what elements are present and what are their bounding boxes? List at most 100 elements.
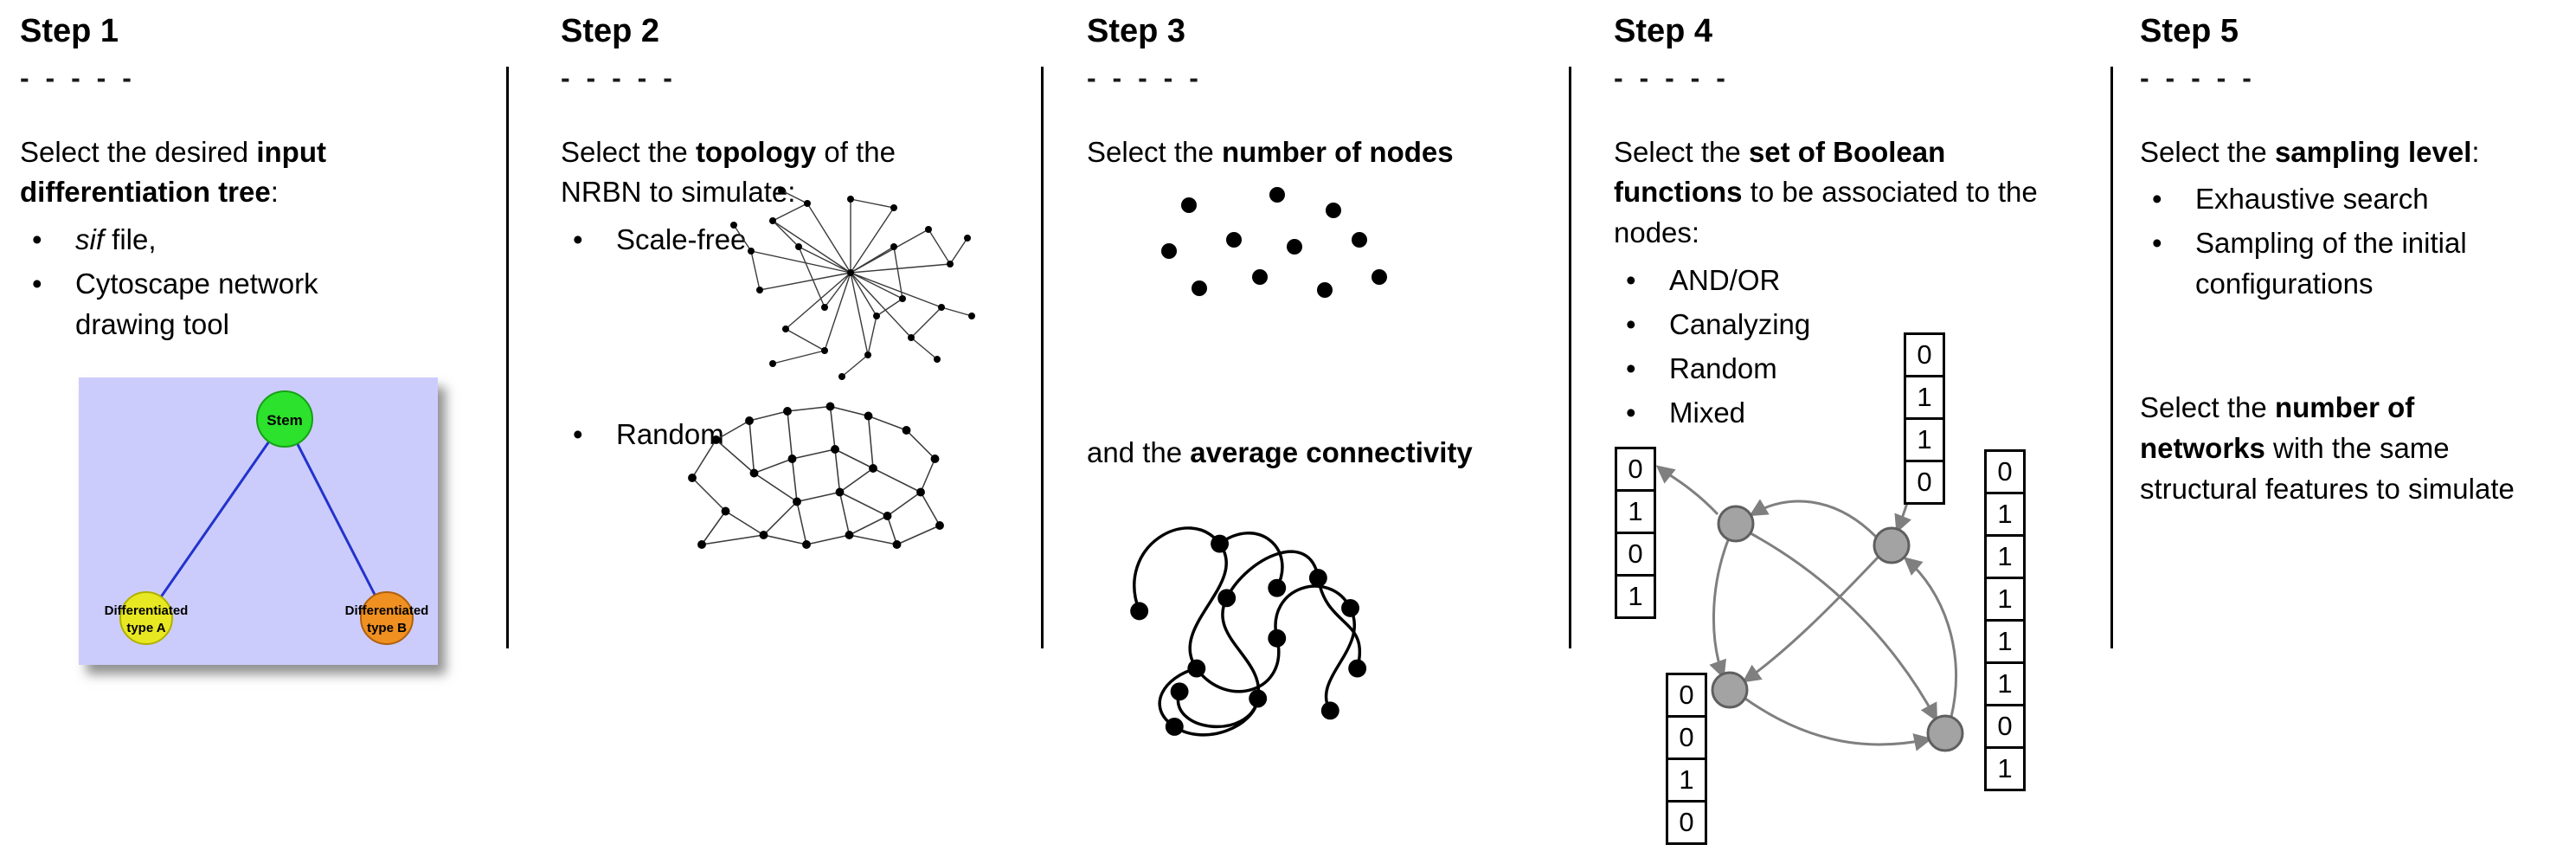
sif-italic: sif — [75, 223, 104, 256]
step-5-instruction-sampling-bold: sampling level — [2274, 135, 2472, 168]
table-cell: 1 — [1984, 577, 2026, 622]
table-cell: 1 — [1904, 417, 1945, 462]
bullet-and-or: • AND/OR — [1626, 261, 2098, 301]
bullet-sampling: • Sampling of the initial configurations — [2152, 223, 2573, 305]
step-2-instruction: Select the topology of the NRBN to simul… — [561, 132, 967, 214]
table-cell: 1 — [1615, 574, 1656, 619]
step-3-instruction-nodes-bold: number of nodes — [1221, 135, 1454, 168]
differentiated-b-label-line2: type B — [367, 621, 407, 635]
bullet-sampling-label: Sampling of the initial configurations — [2195, 227, 2467, 300]
scale-free-network-image — [730, 187, 975, 380]
step-3-dashes: - - - - - — [1087, 61, 1203, 93]
step-1-title: Step 1 — [20, 13, 119, 49]
table-cell: 1 — [1904, 375, 1945, 420]
bullet-marker: • — [2152, 183, 2162, 216]
step-2-title: Step 2 — [561, 13, 660, 49]
table-cell: 0 — [1615, 532, 1656, 577]
bullet-sif-file: • sif file, — [32, 220, 470, 261]
table-cell: 1 — [1984, 746, 2026, 791]
scattered-nodes-image — [1161, 187, 1387, 298]
step-1-column: Step 1 - - - - - Select the desired inpu… — [20, 0, 470, 851]
step-2-instruction-bold: topology — [695, 135, 817, 168]
bullet-marker: • — [32, 223, 42, 256]
step-4-instruction: Select the set of Boolean functions to b… — [1614, 132, 2038, 255]
differentiated-a-label-line2: type A — [126, 621, 165, 635]
table-cell: 1 — [1615, 489, 1656, 534]
differentiation-tree-image: Stem Differentiated type A Differentiate… — [79, 377, 438, 665]
step-2-dashes: - - - - - — [561, 61, 677, 93]
boolean-node-3 — [1711, 671, 1749, 709]
table-cell: 1 — [1984, 619, 2026, 664]
bullet-scale-free-label: Scale-free — [616, 223, 747, 256]
bullet-exhaustive-label: Exhaustive search — [2195, 183, 2429, 216]
bullet-marker: • — [32, 268, 42, 300]
bullet-mixed: • Mixed — [1626, 393, 2098, 434]
tangled-network-image — [1130, 526, 1367, 737]
step-5-dashes: - - - - - — [2140, 61, 2256, 93]
bullet-cytoscape: • Cytoscape network drawing tool — [32, 264, 470, 345]
bullet-marker: • — [573, 223, 583, 256]
table-cell: 1 — [1984, 661, 2026, 706]
bullet-random-fn-label: Random — [1669, 351, 1777, 384]
table-cell: 0 — [1666, 800, 1707, 845]
step-5-instruction-sampling: Select the sampling level: — [2140, 132, 2573, 173]
table-cell: 0 — [1904, 460, 1945, 505]
column-divider — [1041, 67, 1044, 648]
step-3-title: Step 3 — [1087, 13, 1186, 49]
table-cell: 1 — [1666, 758, 1707, 803]
table-cell: 0 — [1666, 673, 1707, 718]
differentiation-tree-figure: Stem Differentiated type A Differentiate… — [79, 377, 438, 665]
step-3-instruction-connectivity-bold: average connectivity — [1190, 436, 1473, 468]
step-4-instruction-bold: set of Boolean functions — [1614, 135, 1946, 209]
step-1-instruction-bold: input differentiation tree — [20, 135, 326, 209]
bullet-sif-file-label: sif file, — [75, 220, 157, 261]
stem-label: Stem — [267, 412, 303, 429]
column-divider — [2110, 67, 2113, 648]
table-cell: 1 — [1984, 492, 2026, 537]
step-5-title: Step 5 — [2140, 13, 2239, 49]
table-cell: 0 — [1615, 447, 1656, 492]
table-cell: 0 — [1904, 332, 1945, 377]
bullet-random-label: Random — [616, 418, 724, 451]
bullet-marker: • — [2152, 227, 2162, 260]
step-5-instruction-networks-pre: Select the — [2140, 391, 2275, 424]
bullet-scale-free: • Scale-free — [573, 220, 1019, 261]
bullet-random-fn: • Random — [1626, 349, 2098, 390]
table-cell: 1 — [1984, 534, 2026, 579]
step-3-instruction-nodes: Select the number of nodes — [1087, 132, 1554, 173]
bullet-canalyzing-label: Canalyzing — [1669, 308, 1811, 341]
bullet-canalyzing: • Canalyzing — [1626, 305, 2098, 345]
tree-edge-left — [145, 418, 286, 619]
step-2-instruction-pre: Select the — [561, 135, 696, 168]
truth-table-left: 0 1 0 1 — [1615, 447, 1656, 619]
truth-table-top: 0 1 1 0 — [1904, 332, 1945, 505]
step-4-bullet-list: • AND/OR • Canalyzing • Random • Mixed — [1614, 261, 2098, 433]
bullet-mixed-label: Mixed — [1669, 396, 1746, 429]
step-4-column: Step 4 - - - - - Select the set of Boole… — [1614, 0, 2098, 851]
step-2-instruction-post: of the NRBN to simulate: — [561, 135, 896, 209]
bullet-random: • Random — [573, 415, 1019, 455]
tree-edge-right — [283, 418, 389, 619]
bullet-marker: • — [1626, 351, 1636, 384]
bullet-cytoscape-label: Cytoscape network drawing tool — [75, 268, 318, 341]
boolean-network-graph — [1655, 423, 1964, 752]
differentiated-a-label-line1: Differentiated — [105, 603, 189, 618]
differentiated-a-node — [119, 591, 173, 645]
step-5-instruction-networks-bold: number of networks — [2140, 391, 2415, 464]
step-2-bullet-list: • Scale-free • Random — [561, 220, 1019, 455]
table-cell: 0 — [1666, 715, 1707, 760]
bullet-marker: • — [1626, 396, 1636, 429]
boolean-node-4 — [1926, 714, 1964, 752]
step-3-instruction-connectivity: and the average connectivity — [1087, 433, 1473, 474]
bullet-and-or-label: AND/OR — [1669, 264, 1781, 297]
table-cell: 0 — [1984, 704, 2026, 749]
step-2-column: Step 2 - - - - - Select the topology of … — [561, 0, 1019, 851]
boolean-node-2 — [1873, 526, 1911, 564]
truth-table-bottom: 0 0 1 0 — [1666, 673, 1707, 845]
step-5-instruction-networks: Select the number of networks with the s… — [2140, 388, 2547, 510]
truth-table-right: 0 1 1 1 1 1 0 1 — [1984, 449, 2026, 791]
step-3-column: Step 3 - - - - - Select the number of no… — [1087, 0, 1554, 851]
bullet-marker: • — [573, 418, 583, 451]
step-1-instruction: Select the desired input differentiation… — [20, 132, 427, 214]
random-network-image — [688, 402, 944, 549]
